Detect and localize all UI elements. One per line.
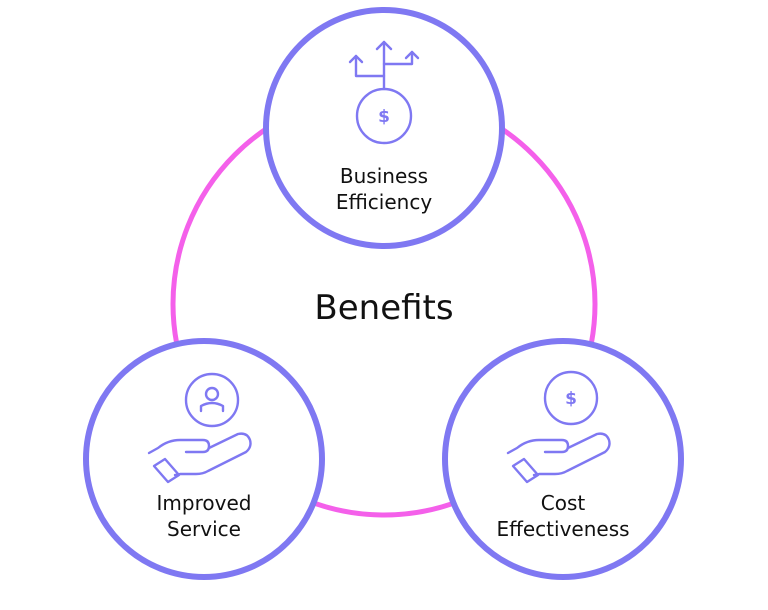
node-label-line2: Service [167, 517, 241, 541]
dollar-growth-arrows-icon: $ [348, 40, 420, 145]
node-label-line2: Effectiveness [496, 517, 629, 541]
node-circle [442, 338, 684, 580]
svg-text:$: $ [378, 107, 390, 127]
node-circle [263, 7, 505, 249]
node-business-efficiency: $ Business Efficiency [263, 7, 505, 249]
node-label-line2: Efficiency [336, 190, 433, 214]
node-improved-service: Improved Service [83, 338, 325, 580]
hand-holding-dollar-icon: $ [506, 370, 611, 484]
node-circle [83, 338, 325, 580]
node-cost-effectiveness: $ Cost Effectiveness [442, 338, 684, 580]
node-label-line1: Business [340, 164, 428, 188]
node-label-line1: Cost [541, 491, 586, 515]
svg-text:$: $ [565, 389, 577, 409]
node-label-line1: Improved [157, 491, 252, 515]
center-label: Benefits [314, 288, 453, 328]
hand-holding-person-icon [147, 372, 252, 484]
